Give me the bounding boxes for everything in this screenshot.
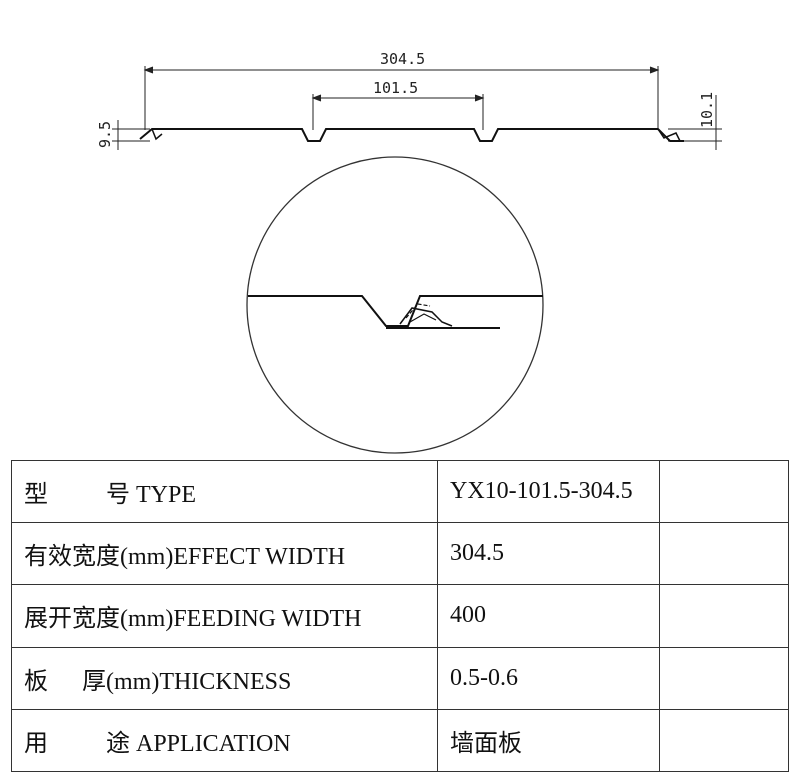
right-height-label: 10.1 xyxy=(698,92,716,128)
empty-cell xyxy=(659,646,789,710)
table-row: 展开宽度(mm)FEEDING WIDTH 400 xyxy=(11,584,789,648)
detail-circle xyxy=(246,156,544,454)
thickness-value-cell: 0.5-0.6 xyxy=(437,646,660,710)
thickness-label-cell: 板厚(mm)THICKNESS xyxy=(11,646,438,710)
overall-width-label: 304.5 xyxy=(380,50,425,68)
feeding-width-value-cell: 400 xyxy=(437,584,660,648)
type-value-cell: YX10-101.5-304.5 xyxy=(437,459,660,524)
table-row: 板厚(mm)THICKNESS 0.5-0.6 xyxy=(11,646,789,710)
empty-cell xyxy=(659,459,789,524)
left-height-label: 9.5 xyxy=(96,121,114,148)
empty-cell xyxy=(659,708,789,773)
application-value-cell: 墙面板 xyxy=(437,708,660,773)
feeding-width-label-cell: 展开宽度(mm)FEEDING WIDTH xyxy=(11,584,438,648)
type-label-cell: 型号 TYPE xyxy=(11,459,438,524)
empty-cell xyxy=(659,522,789,586)
pitch-label: 101.5 xyxy=(373,79,418,97)
profile-drawing: 304.5 101.5 9.5 10.1 xyxy=(96,50,722,454)
effect-width-value-cell: 304.5 xyxy=(437,522,660,586)
table-row: 型号 TYPE YX10-101.5-304.5 xyxy=(11,459,789,524)
empty-cell xyxy=(659,584,789,648)
spec-table: 型号 TYPE YX10-101.5-304.5 有效宽度(mm)EFFECT … xyxy=(11,459,789,773)
table-row: 有效宽度(mm)EFFECT WIDTH 304.5 xyxy=(11,522,789,586)
application-label-cell: 用途 APPLICATION xyxy=(11,708,438,773)
table-row: 用途 APPLICATION 墙面板 xyxy=(11,708,789,773)
effect-width-label-cell: 有效宽度(mm)EFFECT WIDTH xyxy=(11,522,438,586)
